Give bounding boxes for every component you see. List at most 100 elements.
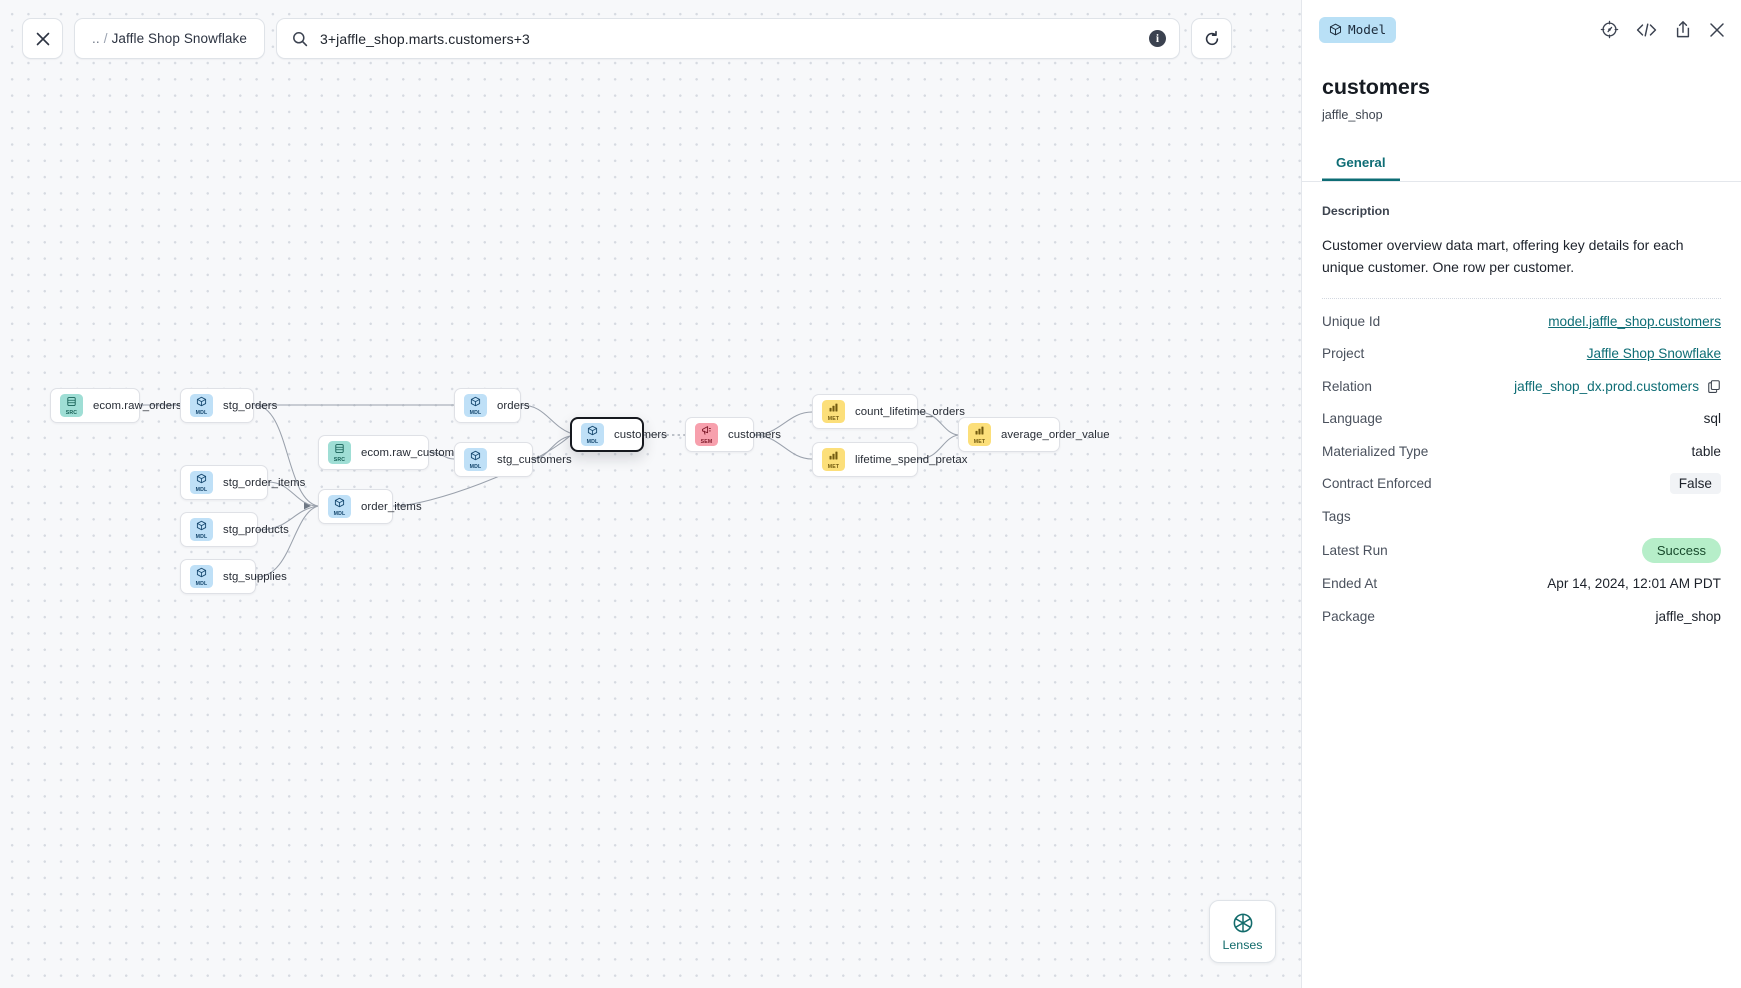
met-badge-icon: MET [822, 448, 845, 471]
search-bar[interactable]: i [276, 18, 1181, 59]
details-panel: Model [1301, 0, 1741, 988]
node-type-label: MDL [195, 581, 208, 588]
tab-general[interactable]: General [1322, 147, 1400, 181]
node-type-label: MDL [333, 511, 346, 518]
graph-node-lifetime_spend_pretax[interactable]: MET lifetime_spend_pretax [812, 442, 967, 477]
property-value: jaffle_shop [1655, 608, 1721, 624]
graph-node-ecom_raw_customers[interactable]: SRC ecom.raw_customers [318, 435, 470, 470]
graph-node-label: customers [728, 428, 781, 441]
property-key: Relation [1322, 378, 1372, 394]
node-type-glyph [66, 395, 77, 411]
panel-body: Description Customer overview data mart,… [1302, 182, 1741, 988]
sem-badge-icon: SEM [695, 423, 718, 446]
property-key: Package [1322, 608, 1375, 624]
node-type-glyph [196, 472, 207, 488]
code-icon[interactable] [1636, 22, 1657, 38]
node-type-label: MDL [195, 534, 208, 541]
panel-tabs: General [1302, 147, 1741, 182]
page-title: customers [1322, 75, 1430, 99]
property-value[interactable]: Jaffle Shop Snowflake [1586, 346, 1721, 362]
node-type-label: SRC [65, 410, 78, 417]
graph-node-label: stg_orders [223, 399, 278, 412]
property-value[interactable]: model.jaffle_shop.customers [1548, 313, 1721, 329]
mdl-badge-icon: MDL [190, 518, 213, 541]
description-label: Description [1322, 204, 1390, 218]
lenses-label: Lenses [1222, 937, 1263, 952]
graph-node-customers_semantic[interactable]: SEM customers [685, 417, 781, 452]
graph-node-label: ecom.raw_customers [361, 446, 471, 459]
aperture-icon [1233, 913, 1252, 932]
description-text: Customer overview data mart, offering ke… [1322, 237, 1684, 276]
mdl-badge-icon: MDL [328, 495, 351, 518]
node-type-glyph [470, 449, 481, 465]
node-type-label: MET [973, 439, 986, 446]
property-row: Latest Run Success [1322, 533, 1721, 568]
graph-node-stg_orders[interactable]: MDL stg_orders [180, 388, 277, 423]
refresh-button[interactable] [1191, 18, 1233, 59]
graph-node-label: average_order_value [1001, 428, 1110, 441]
search-input[interactable] [320, 30, 1138, 47]
node-type-label: MDL [469, 410, 482, 417]
breadcrumb-separator: / [103, 31, 108, 46]
mdl-badge-icon: MDL [190, 471, 213, 494]
node-type-glyph [828, 449, 839, 465]
close-graph-button[interactable] [22, 18, 63, 59]
property-key: Latest Run [1322, 542, 1388, 558]
mdl-badge-icon: MDL [581, 423, 604, 446]
graph-node-order_items[interactable]: MDL order_items [318, 489, 422, 524]
panel-header: customers jaffle_shop [1302, 59, 1741, 122]
node-type-glyph [334, 496, 345, 512]
node-type-glyph [196, 395, 207, 411]
close-icon [36, 32, 49, 45]
node-type-glyph [334, 442, 345, 458]
resource-type-chip[interactable]: Model [1319, 16, 1397, 43]
property-row: Tags [1322, 500, 1721, 533]
resource-type-label: Model [1348, 22, 1387, 37]
close-panel-icon[interactable] [1709, 22, 1725, 38]
breadcrumb-project: Jaffle Shop Snowflake [111, 31, 248, 46]
share-icon[interactable] [1674, 20, 1692, 39]
lineage-canvas[interactable]: ../Jaffle Shop Snowflake i [0, 0, 1301, 988]
graph-node-label: stg_supplies [223, 570, 287, 583]
graph-node-label: order_items [361, 500, 422, 513]
graph-node-label: orders [497, 399, 530, 412]
graph-node-label: lifetime_spend_pretax [855, 453, 968, 466]
mdl-badge-icon: MDL [190, 394, 213, 417]
src-badge-icon: SRC [328, 441, 351, 464]
info-icon[interactable]: i [1149, 30, 1167, 47]
graph-node-average_order_value[interactable]: MET average_order_value [958, 417, 1110, 452]
refresh-icon [1205, 30, 1218, 45]
node-type-glyph [196, 566, 207, 582]
property-key: Unique Id [1322, 313, 1381, 329]
property-row: Package jaffle_shop [1322, 600, 1721, 633]
node-type-label: SRC [333, 457, 346, 464]
property-value[interactable]: jaffle_shop_dx.prod.customers [1514, 378, 1699, 394]
status-badge: Success [1641, 537, 1721, 563]
copy-icon[interactable] [1707, 379, 1721, 394]
graph-node-stg_supplies[interactable]: MDL stg_supplies [180, 559, 287, 594]
mdl-badge-icon: MDL [464, 448, 487, 471]
node-type-label: MDL [586, 439, 599, 446]
node-type-glyph [828, 401, 839, 417]
node-type-label: MET [827, 464, 840, 471]
node-type-glyph [196, 519, 207, 535]
panel-action-group [1600, 20, 1725, 39]
node-type-label: MET [827, 416, 840, 423]
graph-node-orders[interactable]: MDL orders [454, 388, 530, 423]
lenses-button[interactable]: Lenses [1209, 900, 1276, 963]
target-icon[interactable] [1600, 20, 1619, 39]
met-badge-icon: MET [822, 400, 845, 423]
property-key: Ended At [1322, 576, 1378, 592]
breadcrumb[interactable]: ../Jaffle Shop Snowflake [74, 18, 266, 59]
